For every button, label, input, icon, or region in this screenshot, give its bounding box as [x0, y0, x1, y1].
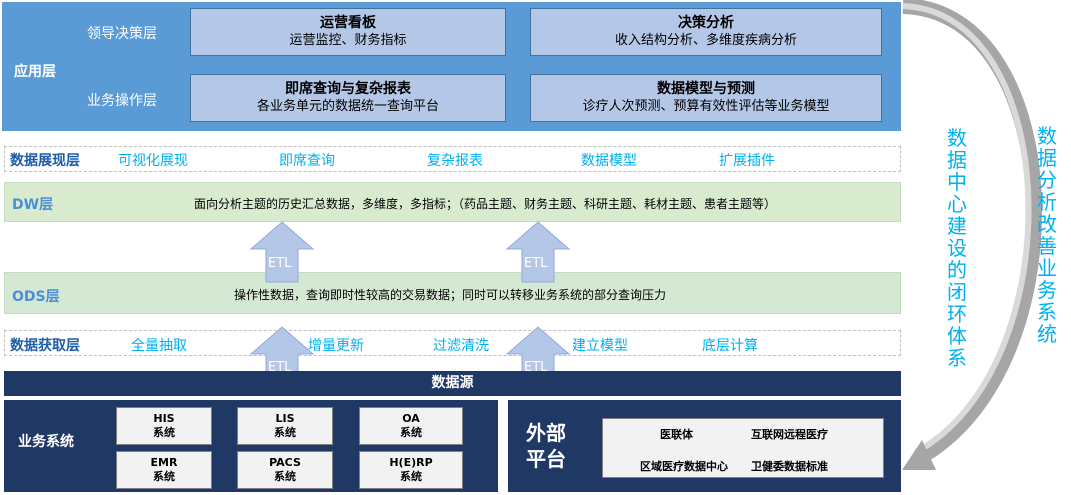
system-name: LIS	[275, 412, 295, 425]
system-suffix: 系统	[153, 426, 175, 439]
system-box-lis: LIS 系统	[237, 407, 333, 445]
system-box-his: HIS 系统	[116, 407, 212, 445]
presentation-item: 复杂报表	[427, 153, 483, 169]
acquisition-item: 建立模型	[572, 338, 628, 354]
presentation-item: 扩展插件	[719, 153, 775, 169]
acquisition-item: 底层计算	[702, 338, 758, 354]
application-layer-title: 应用层	[14, 64, 56, 80]
system-box-emr: EMR 系统	[116, 451, 212, 489]
adhoc-query-report-box: 即席查询与复杂报表 各业务单元的数据统一查询平台	[190, 74, 506, 122]
dw-layer-band	[4, 182, 901, 222]
box-subtitle: 收入结构分析、多维度疾病分析	[614, 33, 797, 48]
system-name: HIS	[153, 412, 175, 425]
ods-layer-band	[4, 272, 901, 314]
system-box-pacs: PACS 系统	[237, 451, 333, 489]
presentation-layer-title: 数据展现层	[10, 153, 80, 169]
presentation-item: 可视化展现	[118, 153, 188, 169]
decision-analysis-box: 决策分析 收入结构分析、多维度疾病分析	[530, 8, 882, 56]
box-title: 运营看板	[320, 15, 376, 31]
external-item: 区域医疗数据中心	[640, 460, 728, 473]
external-platform-list	[602, 418, 884, 478]
system-suffix: 系统	[274, 470, 296, 483]
operations-dashboard-box: 运营看板 运营监控、财务指标	[190, 8, 506, 56]
closed-loop-arrowhead	[902, 440, 936, 470]
ods-layer-description: 操作性数据，查询即时性较高的交易数据；同时可以转移业务系统的部分查询压力	[233, 288, 666, 302]
etl-label: ETL	[268, 256, 292, 271]
box-title: 决策分析	[678, 15, 734, 31]
system-suffix: 系统	[400, 426, 422, 439]
etl-label: ETL	[524, 256, 548, 271]
box-subtitle: 运营监控、财务指标	[289, 33, 407, 48]
closed-loop-label: 数据中心建设的闭环体系	[947, 126, 967, 370]
system-name: PACS	[269, 456, 301, 469]
external-item: 卫健委数据标准	[751, 460, 828, 473]
system-suffix: 系统	[400, 470, 422, 483]
business-ops-sublayer-label: 业务操作层	[87, 93, 157, 109]
feedback-label: 数据分析改善业务系统	[1037, 124, 1057, 346]
system-suffix: 系统	[153, 470, 175, 483]
presentation-item: 即席查询	[279, 153, 335, 169]
presentation-item: 数据模型	[581, 153, 637, 169]
presentation-layer-band	[4, 146, 901, 172]
external-item: 互联网远程医疗	[751, 428, 828, 441]
dw-layer-title: DW层	[12, 197, 54, 213]
ods-layer-title: ODS层	[12, 289, 60, 305]
box-title: 即席查询与复杂报表	[285, 81, 411, 97]
system-name: OA	[402, 412, 420, 425]
external-platform-title: 外部平台	[526, 421, 566, 471]
system-name: EMR	[150, 456, 178, 469]
datasource-bar: 数据源	[4, 371, 901, 396]
external-item: 医联体	[660, 428, 693, 441]
business-systems-title: 业务系统	[18, 434, 74, 450]
acquisition-layer-band	[4, 330, 901, 356]
acquisition-item: 增量更新	[308, 338, 364, 354]
acquisition-item: 过滤清洗	[433, 338, 489, 354]
acquisition-layer-title: 数据获取层	[10, 338, 80, 354]
system-suffix: 系统	[274, 426, 296, 439]
system-name: H(E)RP	[389, 456, 433, 469]
system-box-herp: H(E)RP 系统	[359, 451, 463, 489]
system-box-oa: OA 系统	[359, 407, 463, 445]
box-subtitle: 各业务单元的数据统一查询平台	[256, 99, 439, 114]
dw-layer-description: 面向分析主题的历史汇总数据，多维度，多指标；（药品主题、财务主题、科研主题、耗材…	[193, 197, 776, 211]
leadership-sublayer-label: 领导决策层	[87, 26, 157, 42]
acquisition-item: 全量抽取	[131, 338, 187, 354]
box-subtitle: 诊疗人次预测、预算有效性评估等业务模型	[582, 99, 830, 114]
data-model-forecast-box: 数据模型与预测 诊疗人次预测、预算有效性评估等业务模型	[530, 74, 882, 122]
box-title: 数据模型与预测	[657, 81, 755, 97]
